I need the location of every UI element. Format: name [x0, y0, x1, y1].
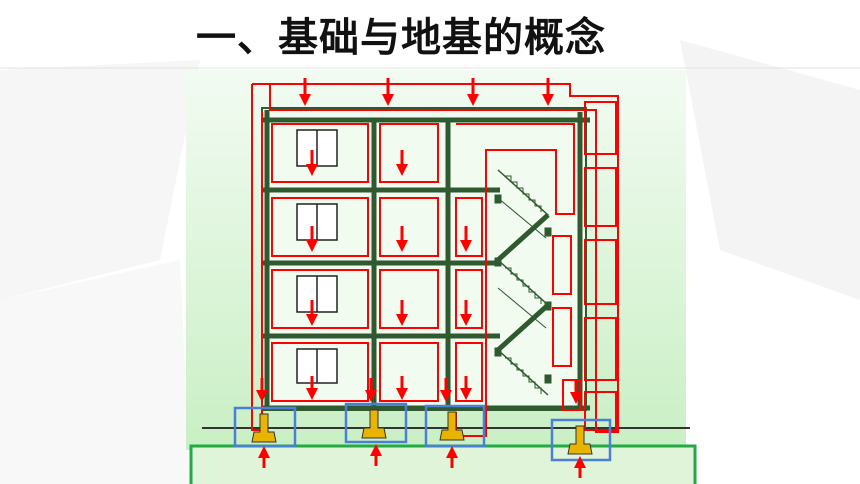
foundation-2 — [361, 409, 387, 439]
load-path-outline — [251, 83, 619, 437]
room-1-2 — [379, 342, 439, 402]
foundations — [233, 402, 612, 462]
right-balconies — [584, 101, 617, 431]
room-2-3 — [455, 269, 483, 329]
foundation-3 — [439, 411, 465, 441]
foundation-1 — [251, 413, 277, 443]
foundation-box-2 — [344, 402, 408, 444]
roof-outline — [252, 83, 619, 433]
room-4-1 — [271, 123, 369, 183]
stair-landing-1 — [552, 235, 572, 295]
ground-soil — [189, 444, 697, 484]
outer-wall-outline — [251, 84, 263, 431]
stair-landing-2 — [552, 307, 572, 367]
room-4-2 — [379, 123, 439, 183]
room-2-2 — [379, 269, 439, 329]
room-3-1 — [271, 197, 369, 257]
load-arrows-down — [256, 78, 582, 404]
room-2-1 — [271, 269, 369, 329]
room-3-2 — [379, 197, 439, 257]
room-1-3 — [455, 342, 483, 402]
room-3-3 — [455, 197, 483, 257]
windows — [296, 129, 338, 384]
foundation-4 — [567, 425, 593, 455]
stair-outline — [455, 123, 575, 437]
reaction-arrows-up — [258, 444, 586, 478]
room-1-1 — [271, 342, 369, 402]
page-title: 一、基础与地基的概念 — [196, 15, 606, 61]
